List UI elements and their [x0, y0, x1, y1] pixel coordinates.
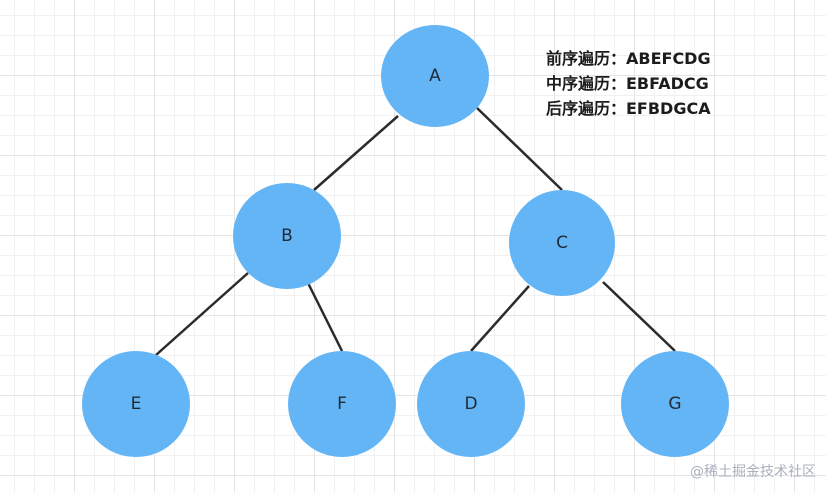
nodes-layer: A B C E F D G [82, 25, 729, 457]
edge-a-c [476, 107, 563, 191]
edge-c-g [602, 281, 676, 352]
node-circle-c [509, 190, 615, 296]
tree-node-g: G [621, 351, 729, 457]
tree-node-d: D [417, 351, 525, 457]
node-circle-d [417, 351, 525, 457]
node-label-e: E [131, 394, 142, 414]
edge-b-e [155, 272, 249, 356]
edges-layer [155, 107, 676, 356]
watermark: @稀土掘金技术社区 [690, 464, 816, 480]
edge-b-f [306, 282, 344, 352]
postorder-traversal: 后序遍历：EFBDGCA [546, 99, 711, 118]
node-label-b: B [281, 226, 293, 246]
node-circle-b [233, 183, 341, 289]
node-label-c: C [556, 233, 568, 253]
edge-c-d [470, 285, 530, 352]
edge-a-b [313, 115, 399, 191]
inorder-traversal: 中序遍历：EBFADCG [546, 74, 709, 93]
tree-node-b: B [233, 183, 341, 289]
tree-node-f: F [288, 351, 396, 457]
node-label-d: D [464, 394, 477, 414]
node-label-a: A [429, 66, 441, 86]
node-circle-g [621, 351, 729, 457]
tree-node-e: E [82, 351, 190, 457]
node-label-g: G [668, 394, 681, 414]
node-circle-f [288, 351, 396, 457]
tree-node-a: A [381, 25, 489, 127]
node-label-f: F [337, 394, 347, 414]
preorder-traversal: 前序遍历：ABEFCDG [546, 49, 711, 68]
traversal-results: 前序遍历：ABEFCDG 中序遍历：EBFADCG 后序遍历：EFBDGCA [546, 46, 711, 121]
node-circle-a [381, 25, 489, 127]
tree-node-c: C [509, 190, 615, 296]
node-circle-e [82, 351, 190, 457]
